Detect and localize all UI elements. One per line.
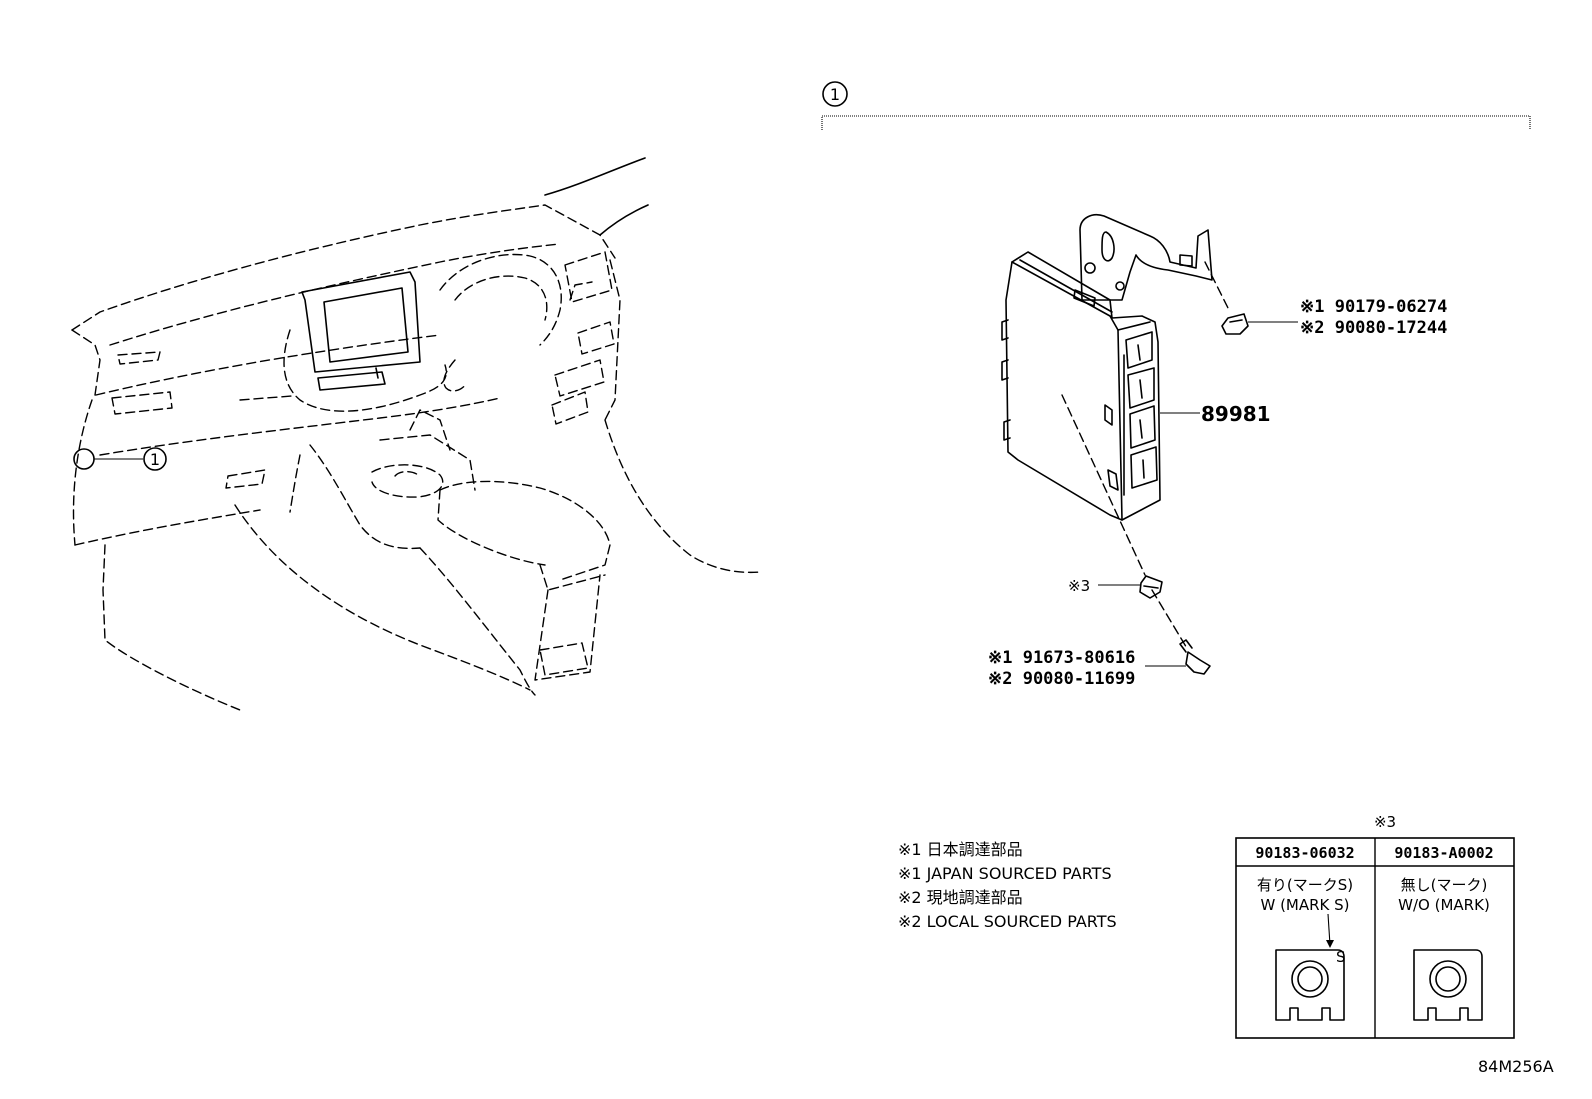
table-cell-jp: 有り(マークS)	[1257, 876, 1353, 894]
part-number-bolt-local: ※2 90080-11699	[988, 669, 1135, 689]
part-number-89981: 89981	[1201, 402, 1271, 426]
part-number-bolt-japan: ※1 91673-80616	[988, 648, 1135, 668]
mark-s-label: S	[1336, 948, 1346, 966]
table-header-part-number: 90183-A0002	[1394, 844, 1493, 862]
dashboard-ref-number: 1	[150, 450, 160, 469]
nut-illustration: ※1 90179-06274 ※2 90080-17244	[1204, 261, 1447, 338]
figure-code: 84M256A	[1478, 1057, 1554, 1076]
clip-variant-table: ※3 90183-06032 90183-A0002 有り(マークS) W (M…	[1235, 813, 1515, 1039]
clip-illustration: ※3	[1068, 575, 1163, 599]
table-cell-en: W/O (MARK)	[1398, 896, 1490, 914]
clip-with-mark-icon: S	[1275, 913, 1346, 1021]
control-unit-illustration: 89981	[1001, 214, 1271, 521]
note-line: ※1 JAPAN SOURCED PARTS	[898, 864, 1112, 883]
table-cell-jp: 無し(マーク)	[1401, 876, 1488, 894]
clip-ref-label: ※3	[1068, 577, 1090, 595]
dashboard-ref-circle	[143, 447, 167, 471]
assembly-ref-number: 1	[830, 85, 840, 104]
table-cell-en: W (MARK S)	[1260, 896, 1349, 914]
sourcing-notes: ※1 日本調達部品 ※1 JAPAN SOURCED PARTS ※2 現地調達…	[898, 840, 1117, 931]
part-number-nut-japan: ※1 90179-06274	[1300, 297, 1447, 317]
note-line: ※2 現地調達部品	[898, 888, 1023, 907]
table-header-part-number: 90183-06032	[1255, 844, 1354, 862]
note-line: ※1 日本調達部品	[898, 840, 1023, 859]
dashboard-illustration: 1	[71, 157, 761, 711]
table-ref-label: ※3	[1374, 813, 1396, 831]
note-line: ※2 LOCAL SOURCED PARTS	[898, 912, 1117, 931]
assembly-ref-circle	[822, 81, 848, 107]
assembly-group: 1	[821, 81, 1531, 130]
bolt-illustration: ※1 91673-80616 ※2 90080-11699	[988, 639, 1211, 689]
part-number-nut-local: ※2 90080-17244	[1300, 318, 1447, 338]
clip-without-mark-icon	[1413, 949, 1483, 1021]
